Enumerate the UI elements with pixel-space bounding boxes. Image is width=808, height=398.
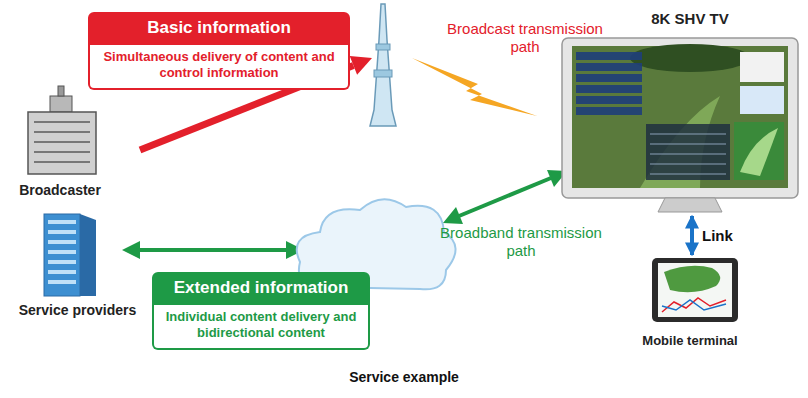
box-body: Individual content delivery and bidirect…	[152, 305, 370, 350]
tv-frame	[562, 38, 798, 198]
path-label: Broadband transmission path	[436, 224, 606, 260]
course-map-hole	[740, 128, 778, 176]
arrow-head	[443, 207, 463, 224]
panel-row	[576, 74, 642, 82]
screen-trees	[630, 44, 750, 72]
window-row	[34, 121, 90, 123]
tablet-graph	[662, 300, 726, 310]
window-row	[48, 280, 76, 284]
course-map	[734, 122, 784, 180]
link-connector	[690, 216, 694, 255]
window-row	[34, 131, 90, 133]
window-row	[34, 161, 90, 163]
window-row	[48, 230, 76, 234]
screen-table	[646, 124, 730, 180]
building-windows	[48, 220, 76, 284]
tablet-graph	[662, 298, 726, 312]
building-side	[80, 214, 96, 296]
broadband-arrow	[459, 178, 551, 216]
window-row	[48, 270, 76, 274]
provider-building	[44, 214, 80, 296]
window-row	[48, 240, 76, 244]
window-row	[34, 151, 90, 153]
node-label: Broadcaster	[19, 182, 101, 198]
screen-card	[740, 86, 784, 114]
screen-panel	[576, 52, 642, 115]
building-top	[50, 96, 72, 112]
window-row	[48, 260, 76, 264]
tv-stand	[658, 198, 722, 212]
tablet-course	[664, 266, 720, 293]
edge-label: Link	[702, 227, 733, 245]
box-heading: Basic information	[88, 12, 350, 45]
tower-deck	[376, 44, 390, 50]
caption: Service example	[0, 369, 808, 386]
icon-node: 8K SHV TV	[580, 10, 800, 215]
icon-node: Mobile terminal	[620, 256, 760, 348]
panel-row	[576, 63, 642, 71]
window-row	[48, 220, 76, 224]
info-box: Extended informationIndividual content d…	[152, 272, 370, 350]
box-body: Simultaneous delivery of content and con…	[88, 45, 350, 90]
building-windows	[34, 122, 90, 162]
box-heading: Extended information	[152, 272, 370, 305]
panel-row	[576, 96, 642, 104]
path-label: Broadcast transmission path	[440, 20, 610, 56]
table-lines	[650, 134, 726, 174]
arrow-head	[350, 56, 372, 75]
info-box: Basic informationSimultaneous delivery o…	[88, 12, 350, 90]
table-line	[650, 164, 726, 165]
node-label: Service providers	[19, 302, 137, 318]
window-row	[34, 141, 90, 143]
building-antenna	[58, 86, 64, 96]
table-line	[650, 154, 726, 155]
window-row	[48, 250, 76, 254]
tower-deck	[374, 70, 392, 77]
node-label: 8K SHV TV	[651, 10, 729, 27]
panel-row	[576, 85, 642, 93]
broadcast-tower	[370, 4, 396, 126]
table-line	[650, 174, 726, 175]
table-line	[650, 144, 726, 145]
panel-row	[576, 107, 642, 115]
broadcaster-building	[28, 112, 96, 174]
tablet-frame	[652, 258, 738, 322]
table-line	[650, 134, 726, 135]
lightning-bolt	[412, 58, 537, 116]
screen-card	[740, 52, 784, 82]
panel-row	[576, 52, 642, 60]
tablet-screen	[658, 263, 732, 317]
arrow-head	[122, 241, 140, 259]
broadband-arrow	[138, 248, 288, 252]
icon-node: Service providers	[5, 208, 150, 318]
node-label: Mobile terminal	[642, 333, 737, 348]
icon-node: Broadcaster	[10, 92, 110, 198]
